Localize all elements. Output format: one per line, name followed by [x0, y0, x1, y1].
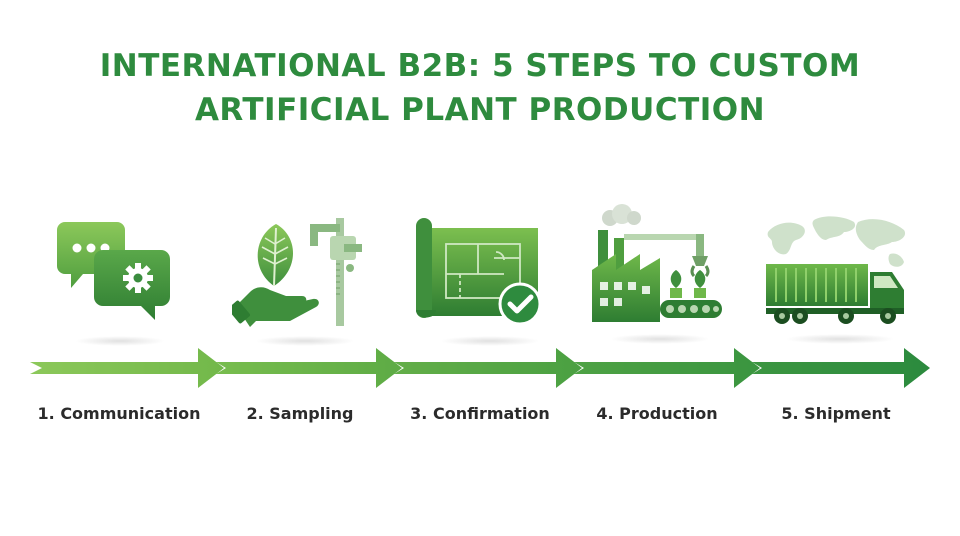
- blueprint-checkmark-icon: [416, 218, 542, 326]
- step-label-sampling: 2. Sampling: [246, 404, 354, 423]
- container-truck-world-map-icon: [766, 216, 906, 324]
- page-title: INTERNATIONAL B2B: 5 STEPS TO CUSTOM ART…: [0, 44, 960, 132]
- icon-shadow: [255, 336, 355, 346]
- icon-shadow: [75, 336, 165, 346]
- chat-bubbles-gear-icon: [57, 222, 170, 320]
- icon-shadow: [785, 334, 895, 344]
- icon-shadow: [610, 334, 710, 344]
- factory-conveyor-icon: [592, 204, 722, 322]
- title-line-1: INTERNATIONAL B2B: 5 STEPS TO CUSTOM: [99, 48, 861, 84]
- step-label-shipment: 5. Shipment: [781, 404, 891, 423]
- arrow-step-2: [216, 348, 402, 388]
- arrow-step-1: [30, 348, 224, 388]
- icon-shadow: [440, 336, 540, 346]
- arrow-step-4: [574, 348, 760, 388]
- step-label-confirmation: 3. Confirmation: [410, 404, 550, 423]
- arrow-step-5: [752, 348, 930, 388]
- title-line-2: ARTIFICIAL PLANT PRODUCTION: [194, 92, 766, 128]
- process-arrows: [30, 348, 930, 388]
- arrow-step-3: [394, 348, 582, 388]
- step-label-communication: 1. Communication: [37, 404, 201, 423]
- step-label-production: 4. Production: [596, 404, 718, 423]
- hand-leaf-caliper-icon: [232, 218, 362, 327]
